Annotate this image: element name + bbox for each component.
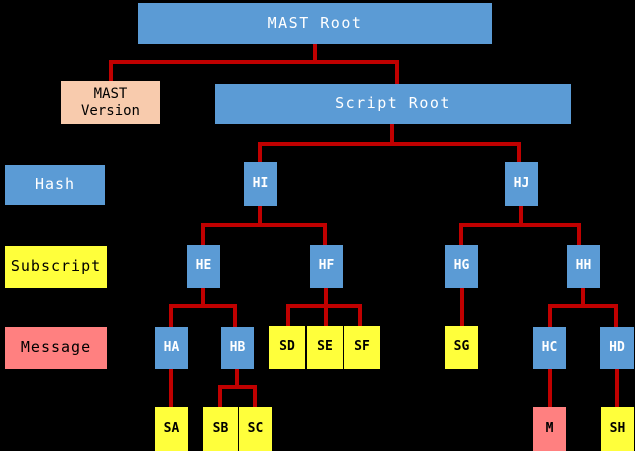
node-sd[interactable]: SD: [269, 326, 305, 369]
node-ha[interactable]: HA: [155, 327, 188, 369]
node-hh[interactable]: HH: [567, 245, 600, 288]
node-he[interactable]: HE: [187, 245, 220, 288]
edge-mastroot-bus: [109, 60, 399, 64]
edge-hi-stem: [258, 206, 262, 226]
edge-to-sb: [218, 385, 222, 407]
edge-hb-stem: [235, 368, 239, 388]
edge-to-m: [548, 368, 552, 408]
legend-subscript: Subscript: [5, 246, 107, 288]
node-hd[interactable]: HD: [600, 327, 634, 369]
edge-hi-bus: [201, 223, 327, 227]
node-mast-version[interactable]: MAST Version: [61, 81, 160, 124]
edge-to-se: [324, 304, 328, 326]
edge-scriptroot-stem: [390, 123, 394, 145]
edge-to-hc: [548, 304, 552, 328]
node-sf[interactable]: SF: [344, 326, 380, 369]
node-sb[interactable]: SB: [203, 407, 238, 451]
edge-to-hg: [459, 223, 463, 246]
edge-he-bus: [169, 304, 237, 308]
edge-to-ha: [169, 304, 173, 328]
node-hi[interactable]: HI: [244, 162, 277, 206]
node-sh[interactable]: SH: [601, 407, 634, 451]
edge-to-hb: [233, 304, 237, 328]
edge-to-hf: [323, 223, 327, 246]
edge-to-sc: [253, 385, 257, 407]
edge-to-hj: [517, 142, 521, 164]
edge-to-sa: [169, 368, 173, 408]
legend-hash: Hash: [5, 165, 105, 205]
node-sa[interactable]: SA: [155, 407, 188, 451]
edge-to-sg: [460, 287, 464, 326]
mast-version-line-2: Version: [80, 102, 140, 119]
node-hf[interactable]: HF: [310, 245, 343, 288]
node-hc[interactable]: HC: [533, 327, 566, 369]
edge-to-sf: [358, 304, 362, 326]
node-mast-root[interactable]: MAST Root: [138, 3, 492, 44]
edge-hj-bus: [459, 223, 581, 227]
edge-to-script-root: [395, 60, 399, 85]
edge-to-hi: [258, 142, 262, 164]
edge-to-mast-version: [109, 60, 113, 82]
edge-to-sh: [615, 368, 619, 408]
edge-to-hd: [614, 304, 618, 328]
legend-message: Message: [5, 327, 107, 369]
node-hj[interactable]: HJ: [505, 162, 538, 206]
mast-version-line-1: MAST: [93, 86, 128, 103]
edge-hh-stem: [581, 287, 585, 307]
edge-to-hh: [577, 223, 581, 246]
edge-mastroot-stem: [313, 43, 317, 63]
edge-he-stem: [201, 287, 205, 307]
edge-hb-bus: [218, 385, 257, 389]
node-sc[interactable]: SC: [239, 407, 272, 451]
edge-hj-stem: [519, 206, 523, 226]
edge-to-sd: [286, 304, 290, 326]
edge-hh-bus: [548, 304, 618, 308]
edge-to-he: [201, 223, 205, 246]
edge-hf-stem: [324, 287, 328, 307]
node-sg[interactable]: SG: [445, 326, 478, 369]
node-m[interactable]: M: [533, 407, 566, 451]
node-script-root[interactable]: Script Root: [215, 84, 571, 124]
node-se[interactable]: SE: [307, 326, 343, 369]
node-hg[interactable]: HG: [445, 245, 478, 288]
edge-scriptroot-bus: [258, 142, 521, 146]
node-hb[interactable]: HB: [221, 327, 254, 369]
